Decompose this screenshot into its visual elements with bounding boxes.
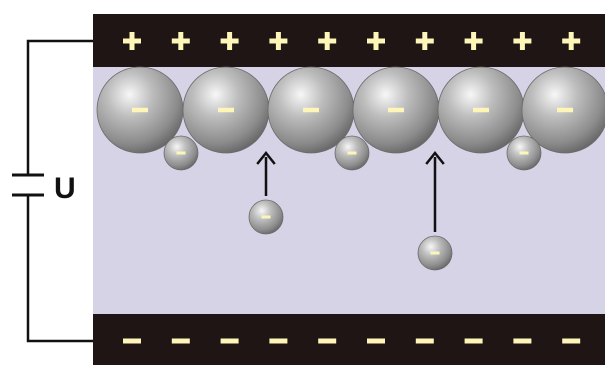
negative-charge-signs	[123, 338, 581, 344]
arrow-up-icon	[256, 150, 276, 196]
minus-sign	[367, 338, 385, 344]
small-negative-ion	[163, 135, 199, 171]
minus-sign	[464, 338, 483, 344]
positive-charge-signs	[123, 32, 581, 50]
minus-sign	[269, 338, 288, 344]
migrating-ions	[248, 199, 453, 271]
minus-sign	[220, 338, 239, 344]
small-negative-ion	[334, 135, 370, 171]
plus-sign	[367, 32, 385, 50]
adsorbed-ion-layer	[96, 66, 605, 154]
minus-sign	[513, 338, 532, 344]
migration-arrows	[256, 150, 445, 232]
small-adsorbed-ions	[163, 135, 542, 171]
large-negative-ion	[267, 66, 355, 154]
large-negative-ion	[182, 66, 270, 154]
voltage-label: U	[54, 172, 76, 205]
arrow-up-icon	[425, 150, 445, 232]
minus-sign	[318, 338, 337, 344]
plus-sign	[464, 32, 483, 50]
plus-sign	[513, 32, 532, 50]
minus-sign	[415, 338, 434, 344]
migrating-negative-ion	[248, 199, 284, 235]
plus-sign	[171, 32, 190, 50]
plus-sign	[318, 32, 337, 50]
large-negative-ion	[352, 66, 440, 154]
large-negative-ion	[521, 66, 605, 154]
migrating-negative-ion	[417, 235, 453, 271]
plus-sign	[220, 32, 239, 50]
plus-sign	[123, 32, 141, 50]
capacitor-symbol	[12, 173, 44, 197]
small-negative-ion	[506, 135, 542, 171]
plus-sign	[562, 32, 581, 50]
plus-sign	[415, 32, 434, 50]
minus-sign	[123, 338, 141, 344]
minus-sign	[171, 338, 190, 344]
large-negative-ion	[437, 66, 525, 154]
circuit-wire	[26, 39, 95, 343]
minus-sign	[562, 338, 581, 344]
plus-sign	[269, 32, 288, 50]
